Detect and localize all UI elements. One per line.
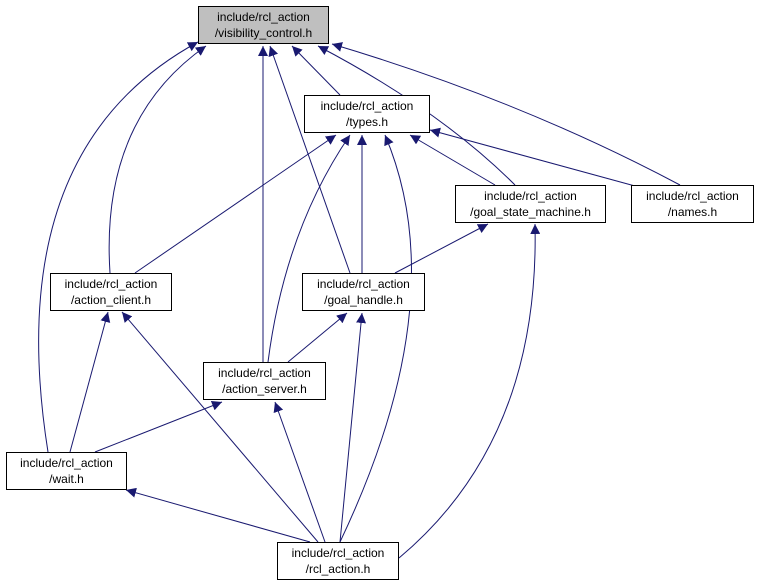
node-goal-handle[interactable]: include/rcl_action /goal_handle.h bbox=[302, 273, 425, 311]
edge-rcl-action-to-types bbox=[339, 134, 412, 543]
edge-action-server-to-types bbox=[267, 134, 351, 363]
node-types-line2: /types.h bbox=[345, 115, 389, 129]
node-action-client-line1: include/rcl_action bbox=[64, 277, 158, 291]
node-action-server-line2: /action_server.h bbox=[222, 382, 307, 396]
edge-action-client-to-visibility-control bbox=[108, 45, 207, 274]
node-names-line1: include/rcl_action bbox=[646, 189, 739, 203]
node-goal-state-machine-line1: include/rcl_action bbox=[484, 189, 577, 203]
node-types-line1: include/rcl_action bbox=[320, 99, 414, 113]
edge-action-client-to-types bbox=[134, 134, 337, 274]
edge-rcl-action-to-goal-handle bbox=[339, 312, 367, 543]
node-wait-line2: /wait.h bbox=[49, 472, 84, 486]
edge-names-to-visibility-control bbox=[331, 42, 681, 186]
edge-goal-state-machine-to-types bbox=[409, 134, 496, 186]
edge-action-server-to-goal-handle bbox=[287, 312, 348, 363]
edge-wait-to-action-server bbox=[94, 401, 223, 453]
node-names[interactable]: include/rcl_action /names.h bbox=[631, 185, 754, 223]
node-goal-handle-line2: /goal_handle.h bbox=[324, 293, 403, 307]
edge-goal-handle-to-visibility-control bbox=[268, 45, 351, 274]
node-action-server[interactable]: include/rcl_action /action_server.h bbox=[203, 362, 326, 400]
edge-types-to-visibility-control bbox=[291, 45, 341, 96]
node-goal-state-machine[interactable]: include/rcl_action /goal_state_machine.h bbox=[455, 185, 606, 223]
node-names-line2: /names.h bbox=[667, 205, 718, 219]
edge-wait-to-action-client bbox=[69, 311, 111, 453]
edge-rcl-action-to-action-client bbox=[121, 311, 319, 543]
node-visibility-control-line1: include/rcl_action bbox=[217, 10, 310, 24]
node-visibility-control-line2: /visibility_control.h bbox=[214, 26, 313, 40]
node-goal-handle-line1: include/rcl_action bbox=[317, 277, 410, 291]
node-action-client[interactable]: include/rcl_action /action_client.h bbox=[50, 273, 172, 311]
edge-names-to-types bbox=[429, 127, 636, 187]
edge-rcl-action-to-goal-state-machine bbox=[398, 223, 541, 559]
node-wait-line1: include/rcl_action bbox=[20, 456, 113, 470]
edge-rcl-action-to-wait bbox=[125, 487, 311, 543]
edge-wait-to-visibility-control bbox=[38, 41, 199, 453]
node-rcl-action-line1: include/rcl_action bbox=[291, 546, 385, 560]
node-action-server-line1: include/rcl_action bbox=[218, 366, 311, 380]
node-rcl-action-line2: /rcl_action.h bbox=[305, 562, 371, 576]
node-wait[interactable]: include/rcl_action /wait.h bbox=[6, 452, 127, 490]
edge-goal-handle-to-goal-state-machine bbox=[394, 223, 489, 274]
node-action-client-line2: /action_client.h bbox=[70, 293, 152, 307]
edge-rcl-action-to-action-server bbox=[273, 401, 326, 543]
node-rcl-action[interactable]: include/rcl_action /rcl_action.h bbox=[277, 542, 399, 580]
node-goal-state-machine-line2: /goal_state_machine.h bbox=[470, 205, 591, 219]
node-types[interactable]: include/rcl_action /types.h bbox=[304, 95, 430, 133]
node-visibility-control: include/rcl_action /visibility_control.h bbox=[198, 6, 329, 44]
